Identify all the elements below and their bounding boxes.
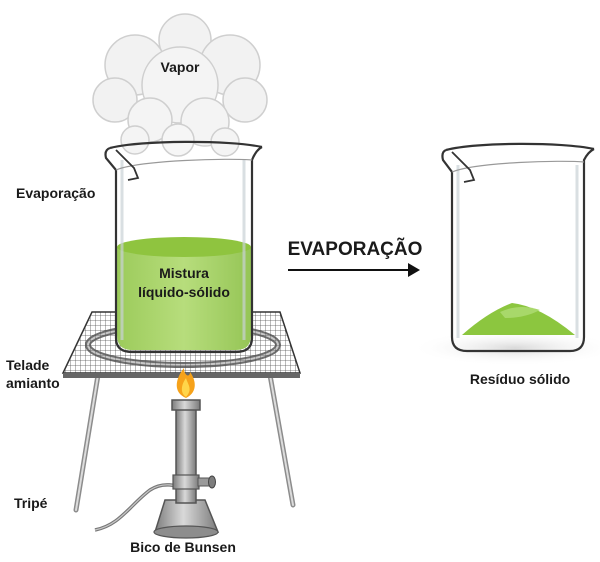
- bunsen-burner: [94, 399, 220, 539]
- mixture-label-line2: líquido-sólido: [138, 284, 230, 300]
- vapor-label: Vapor: [161, 59, 200, 75]
- tripod-label: Tripé: [14, 495, 48, 511]
- evaporation-side-label: Evaporação: [16, 185, 95, 201]
- process-label: EVAPORAÇÃO: [288, 238, 423, 260]
- gauze-label-line1: Telade: [6, 357, 50, 373]
- beaker-heating: [104, 140, 263, 354]
- vapor-cloud: [92, 13, 268, 157]
- process-arrow: [288, 263, 420, 277]
- bunsen-label: Bico de Bunsen: [130, 539, 236, 555]
- gauze-label-line2: amianto: [6, 375, 60, 391]
- flame: [176, 368, 195, 398]
- residue-label: Resíduo sólido: [470, 371, 570, 387]
- beaker-shadow: [410, 330, 600, 366]
- beaker-residue: [441, 142, 595, 353]
- mixture-label-line1: Mistura: [159, 265, 209, 281]
